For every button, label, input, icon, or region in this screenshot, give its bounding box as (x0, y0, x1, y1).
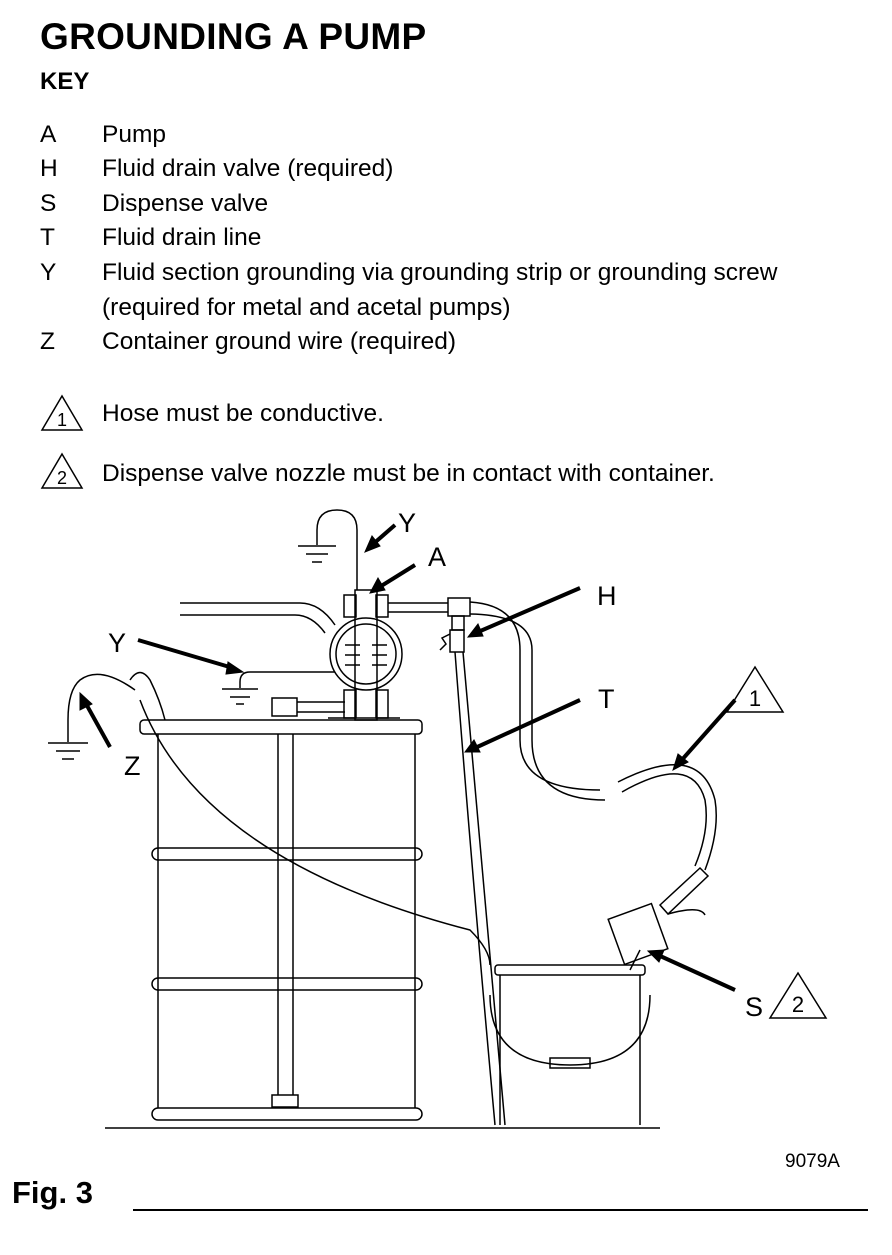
key-letter: Y (40, 259, 57, 286)
label-t: T (598, 684, 615, 714)
caption-rule (133, 1209, 868, 1211)
inlet-pipe (180, 602, 336, 626)
bucket (489, 964, 651, 1125)
container-ground-wire (139, 699, 491, 966)
key-letter: H (40, 155, 58, 182)
key-text: Dispense valve (102, 190, 269, 217)
warning-number: 2 (792, 992, 804, 1017)
callout-arrows (79, 523, 737, 992)
ground-wire (316, 509, 358, 590)
warning-number: 1 (57, 410, 67, 430)
label-a: A (428, 542, 446, 572)
key-text: Fluid drain line (102, 224, 262, 251)
figure-caption: Fig. 3 (12, 1175, 93, 1210)
ground-wire (239, 671, 335, 688)
ground-wire-z (67, 673, 136, 742)
label-y: Y (108, 628, 126, 658)
key-text: Container ground wire (required) (102, 328, 457, 355)
key-letter: T (40, 224, 55, 251)
figure-id: 9079A (785, 1151, 840, 1172)
label-h: H (597, 581, 617, 611)
key-letter: Z (40, 328, 55, 355)
hose (617, 763, 717, 871)
warning-triangle-icon: 2 (40, 452, 84, 489)
page-title: GROUNDING A PUMP (40, 16, 427, 57)
dispense-valve (607, 866, 710, 971)
warning-triangle-icon: 2 (768, 971, 828, 1019)
key-text: Pump (102, 121, 167, 148)
key-letter: S (40, 190, 57, 217)
grounding-diagram: Y A H Y T Z S 1 2 (48, 508, 828, 1129)
warning-triangle-icon: 1 (40, 394, 84, 431)
label-s: S (745, 992, 763, 1022)
pump (328, 589, 471, 721)
hose (469, 601, 601, 791)
warning-triangle-icon: 1 (725, 665, 785, 713)
warning-number: 2 (57, 468, 67, 488)
warning-text: Dispense valve nozzle must be in contact… (102, 460, 715, 487)
label-y: Y (398, 508, 416, 538)
drain-line (454, 651, 496, 1126)
key-heading: KEY (40, 68, 90, 95)
drum (139, 697, 423, 1121)
warning-text: Hose must be conductive. (102, 400, 384, 427)
key-text: Fluid drain valve (required) (102, 155, 394, 182)
key-letter: A (40, 121, 57, 148)
key-text: Fluid section grounding via grounding st… (102, 259, 778, 321)
label-z: Z (124, 751, 141, 781)
warning-number: 1 (749, 686, 761, 711)
